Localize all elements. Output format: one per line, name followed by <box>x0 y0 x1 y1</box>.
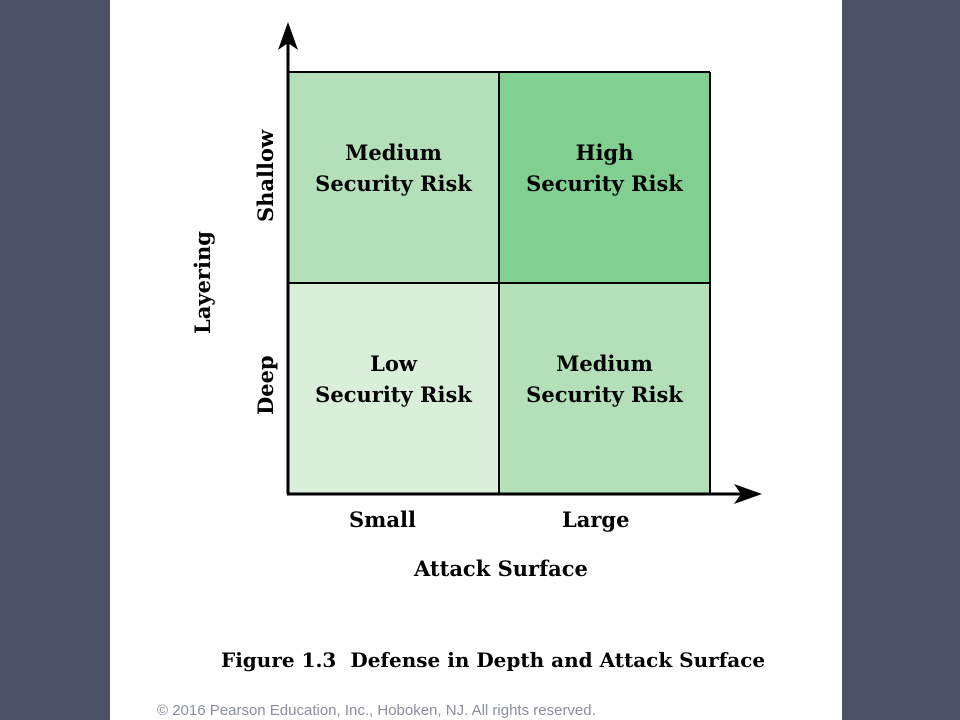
cell-line1: Low <box>370 350 417 376</box>
cell-line1: Medium <box>345 139 442 165</box>
cell-medium-risk-deep-large: Medium Security Risk <box>499 283 710 494</box>
figure-title: Defense in Depth and Attack Surface <box>350 648 766 672</box>
y-axis-title: Layering <box>190 231 215 334</box>
cell-line2: Security Risk <box>315 170 472 196</box>
copyright-notice: © 2016 Pearson Education, Inc., Hoboken,… <box>157 702 596 719</box>
x-axis-label-large: Large <box>562 507 630 532</box>
x-axis-label-small: Small <box>349 507 416 532</box>
cell-medium-risk-shallow-small: Medium Security Risk <box>288 72 499 283</box>
y-axis-arrowhead <box>278 22 298 50</box>
cell-low-risk-deep-small: Low Security Risk <box>288 283 499 494</box>
cell-line1: Medium <box>556 350 653 376</box>
cell-line2: Security Risk <box>526 381 683 407</box>
y-axis-label-shallow: Shallow <box>253 129 278 222</box>
figure-caption: Figure 1.3 Defense in Depth and Attack Su… <box>221 648 765 672</box>
y-axis-label-deep: Deep <box>253 355 278 415</box>
x-axis-arrowhead <box>734 484 762 504</box>
cell-line1: High <box>575 139 634 165</box>
cell-line2: Security Risk <box>526 170 683 196</box>
x-axis-title: Attack Surface <box>414 556 588 581</box>
cell-high-risk-shallow-large: High Security Risk <box>499 72 710 283</box>
figure-number: Figure 1.3 <box>221 648 337 672</box>
cell-line2: Security Risk <box>315 381 472 407</box>
